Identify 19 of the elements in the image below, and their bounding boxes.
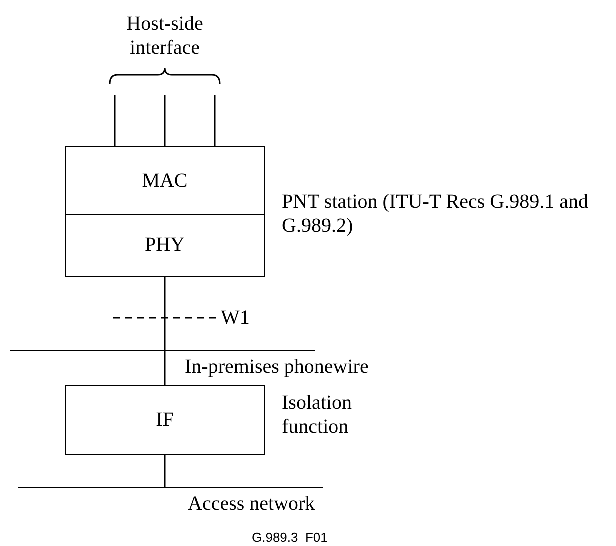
layer-box bbox=[65, 385, 265, 455]
layer-box bbox=[65, 214, 265, 277]
box-label: PHY bbox=[144, 234, 185, 257]
reference-point-label: W1 bbox=[221, 306, 250, 330]
station-label: PNT station (ITU-T Recs G.989.1 and G.989.2) bbox=[282, 190, 590, 238]
interface-label: Host-side interface bbox=[126, 12, 204, 60]
connector-line bbox=[214, 95, 216, 146]
connector-line bbox=[164, 350, 166, 385]
layer-box bbox=[65, 146, 265, 216]
side-note: Isolation function bbox=[282, 391, 353, 439]
connector-line bbox=[114, 95, 116, 146]
line-label: In-premises phonewire bbox=[185, 355, 369, 379]
line-label: Access network bbox=[188, 492, 316, 516]
connector-line bbox=[164, 455, 166, 487]
connector-line bbox=[164, 95, 166, 146]
figure-id: G.989.3 F01 bbox=[252, 529, 328, 546]
box-label: MAC bbox=[142, 170, 188, 192]
box-label: IF bbox=[156, 408, 174, 432]
connector-line bbox=[164, 277, 166, 350]
